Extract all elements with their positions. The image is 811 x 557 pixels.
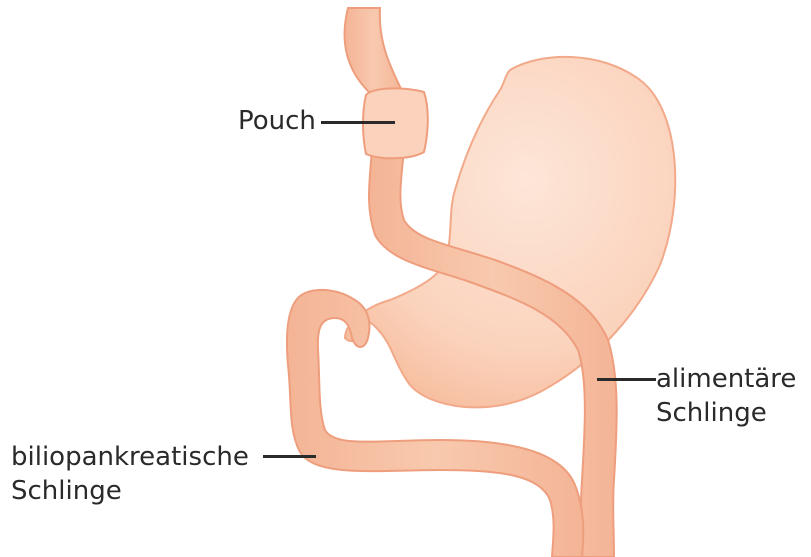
alimentary-loop-leader-line: [597, 378, 656, 381]
biliopancreatic-loop-label: biliopankreatische Schlinge: [11, 440, 249, 508]
pouch-leader-line: [321, 121, 395, 124]
pouch-label: Pouch: [238, 104, 316, 138]
alimentary-loop-label-line2: Schlinge: [656, 396, 796, 430]
biliopancreatic-loop-label-line1: biliopankreatische: [11, 440, 249, 474]
alimentary-loop-label: alimentäre Schlinge: [656, 362, 796, 430]
biliopancreatic-loop-label-line2: Schlinge: [11, 474, 249, 508]
pouch-label-text: Pouch: [238, 104, 316, 138]
biliopancreatic-loop-leader-line: [263, 455, 316, 458]
alimentary-loop-label-line1: alimentäre: [656, 362, 796, 396]
esophagus: [345, 8, 404, 95]
